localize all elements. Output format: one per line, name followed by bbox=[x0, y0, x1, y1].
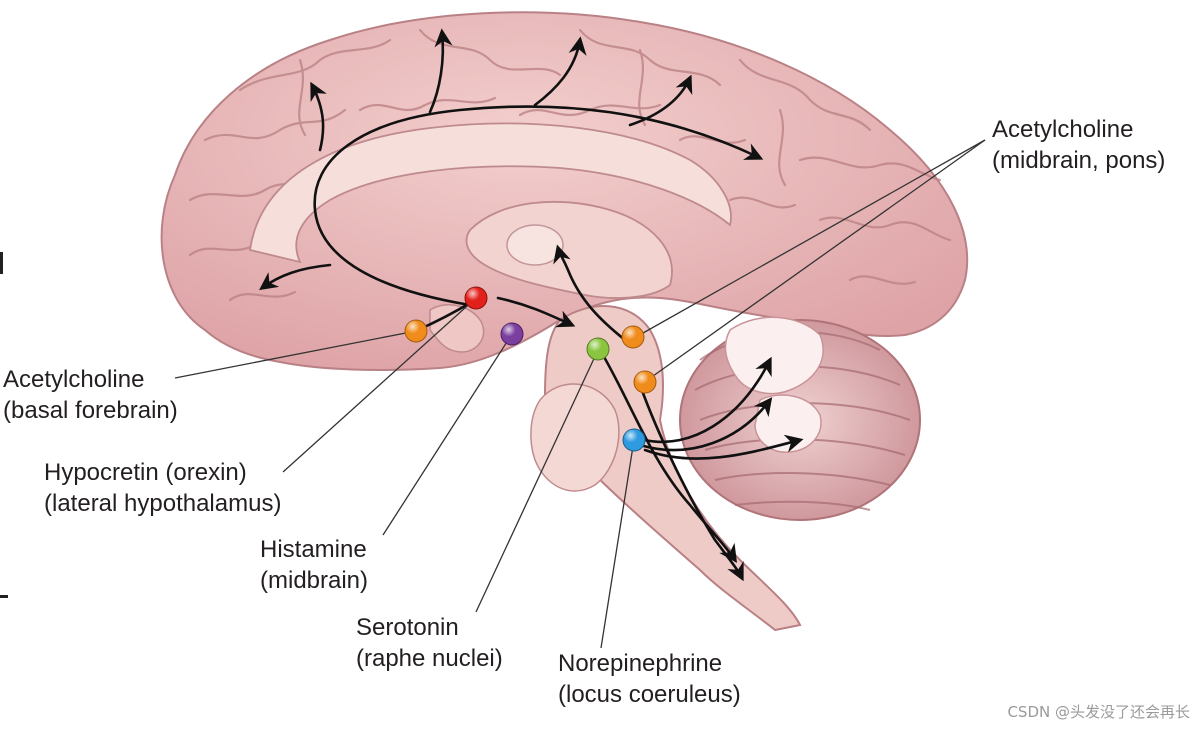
dot-ach-pons-upper bbox=[621, 325, 645, 349]
pathway-ascending bbox=[553, 244, 627, 342]
label-ach-basal-name: Acetylcholine bbox=[3, 366, 145, 393]
arbor-vitae bbox=[724, 316, 824, 453]
nuclei bbox=[404, 286, 657, 452]
label-ach-pons-region: (midbrain, pons) bbox=[992, 147, 1166, 174]
label-ach-pons: Acetylcholine (midbrain, pons) bbox=[992, 114, 1165, 176]
label-ach-pons-name: Acetylcholine bbox=[992, 116, 1134, 143]
cerebrum bbox=[160, 11, 969, 371]
edge-mark-bottom bbox=[0, 595, 8, 598]
leader-serotonin bbox=[475, 349, 599, 613]
pathway-cerebellum-2 bbox=[638, 397, 773, 452]
dot-norepinephrine bbox=[622, 428, 646, 452]
label-norepinephrine: Norepinephrine (locus coeruleus) bbox=[558, 648, 741, 710]
pathway-descending-2 bbox=[638, 383, 744, 582]
label-serotonin-name: Serotonin bbox=[356, 614, 459, 641]
label-histamine-name: Histamine bbox=[260, 536, 367, 563]
pathway-up-1 bbox=[310, 81, 327, 152]
dot-ach-pons-lower bbox=[633, 370, 657, 394]
leader-lines bbox=[174, 139, 986, 649]
thalamic-nucleus bbox=[506, 224, 564, 266]
pathway-up-3 bbox=[533, 36, 587, 107]
pathways bbox=[259, 28, 804, 582]
leader-ach-pons-1 bbox=[635, 139, 986, 338]
leader-hypocretin bbox=[282, 297, 477, 473]
corpus-callosum bbox=[248, 122, 732, 264]
label-serotonin-region: (raphe nuclei) bbox=[356, 645, 503, 672]
label-ach-basal-region: (basal forebrain) bbox=[3, 397, 178, 424]
leader-histamine bbox=[382, 333, 513, 536]
label-norepinephrine-region: (locus coeruleus) bbox=[558, 681, 741, 708]
dot-serotonin bbox=[586, 337, 610, 361]
watermark: CSDN @头发没了还会再长 bbox=[1007, 703, 1190, 721]
pathway-frontal bbox=[259, 263, 332, 291]
pathway-up-2 bbox=[428, 28, 453, 114]
pathway-cerebellum-3 bbox=[643, 434, 804, 460]
pathway-cerebellum-1 bbox=[643, 356, 772, 444]
label-norepinephrine-name: Norepinephrine bbox=[558, 650, 723, 677]
dot-histamine bbox=[500, 322, 524, 346]
label-hypocretin: Hypocretin (orexin) (lateral hypothalamu… bbox=[44, 457, 281, 519]
pathway-cortical-arc bbox=[313, 105, 764, 307]
label-hypocretin-name: Hypocretin (orexin) bbox=[44, 459, 247, 486]
leader-ach-basal bbox=[174, 330, 417, 379]
dot-ach-basal bbox=[404, 319, 428, 343]
label-hypocretin-region: (lateral hypothalamus) bbox=[44, 490, 282, 517]
pathway-up-4 bbox=[628, 74, 693, 127]
label-histamine-region: (midbrain) bbox=[260, 567, 369, 594]
pons bbox=[530, 383, 620, 492]
dot-hypocretin bbox=[464, 286, 488, 310]
edge-mark-top bbox=[0, 252, 3, 274]
label-histamine: Histamine (midbrain) bbox=[260, 534, 368, 596]
leader-norepinephrine bbox=[600, 439, 635, 649]
pathway-hypothal bbox=[496, 296, 576, 328]
label-serotonin: Serotonin (raphe nuclei) bbox=[356, 612, 503, 674]
label-ach-basal: Acetylcholine (basal forebrain) bbox=[3, 364, 178, 426]
leader-ach-pons-2 bbox=[645, 139, 986, 382]
pathway-descending-1 bbox=[598, 348, 738, 564]
